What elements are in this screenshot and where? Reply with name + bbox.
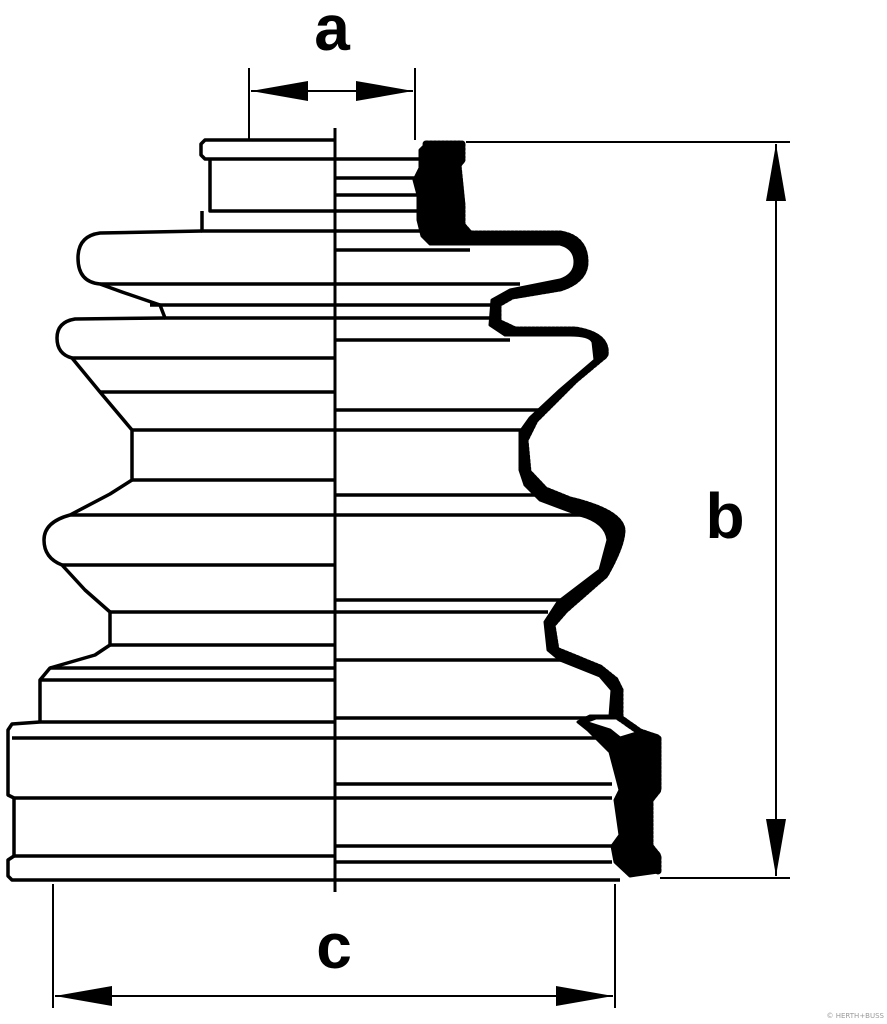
top-collar-body	[208, 159, 335, 213]
large-collar-bottom	[6, 854, 335, 882]
dim-c-arrow-right	[556, 986, 613, 1006]
dim-a-arrow-right	[356, 81, 413, 101]
dim-label-b: b	[705, 480, 744, 552]
dim-a-arrow-left	[251, 81, 308, 101]
dimension-a	[248, 68, 416, 140]
dimension-b	[466, 141, 790, 879]
boot-exterior-left	[6, 138, 335, 882]
dim-b-arrow-top	[766, 144, 786, 201]
watermark: © HERTH+BUSS	[827, 1012, 885, 1020]
boot-section-right	[335, 157, 620, 882]
dim-c-arrow-left	[55, 986, 112, 1006]
boot-wall-texture	[422, 140, 662, 876]
large-collar-body	[12, 798, 335, 858]
large-collar-top	[6, 720, 335, 800]
dimension-c	[52, 884, 616, 1008]
bellow-1	[76, 229, 335, 320]
boot-wall-cross-section	[412, 142, 660, 878]
dim-b-arrow-bottom	[766, 819, 786, 876]
dim-label-a: a	[314, 0, 350, 64]
dim-label-c: c	[316, 910, 352, 982]
top-collar-base	[200, 211, 335, 233]
top-collar-flange	[199, 138, 335, 161]
bellow-2	[55, 316, 166, 517]
bellow-3	[38, 513, 112, 722]
